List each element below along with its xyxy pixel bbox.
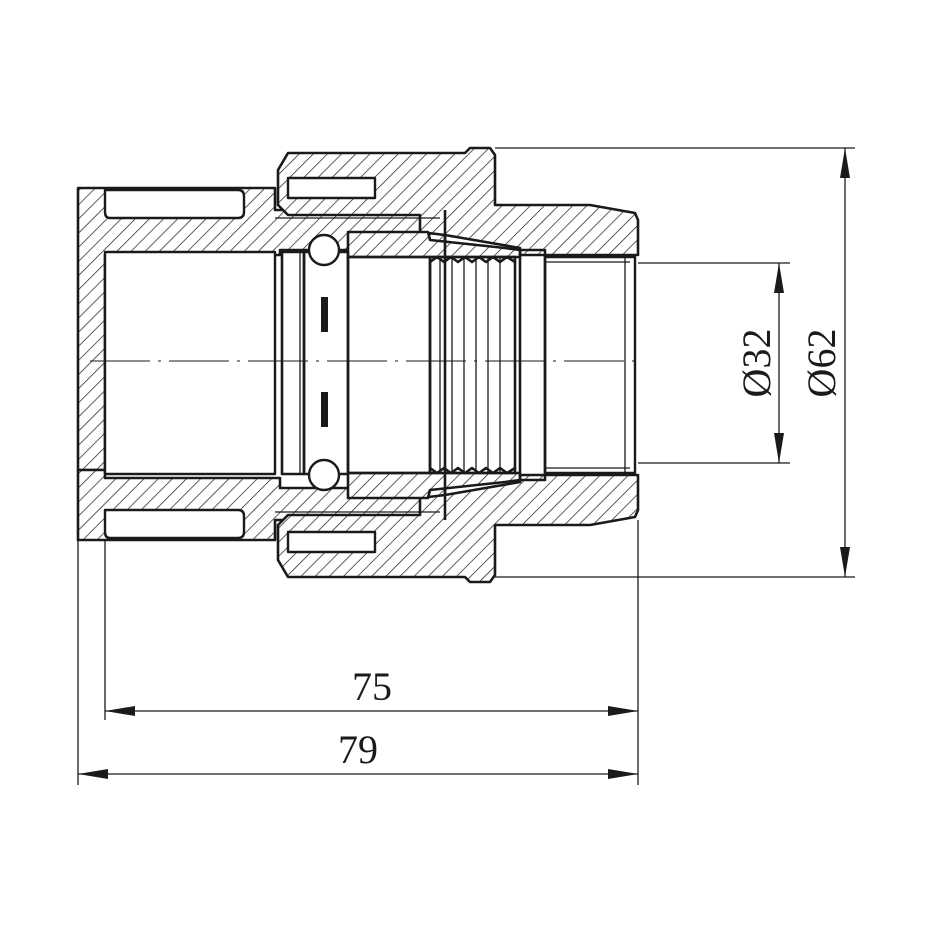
body-lower-groove [103, 508, 246, 540]
inner-sleeve [346, 255, 432, 475]
body-upper-groove [103, 188, 246, 220]
union-nut-lower-slot [286, 530, 377, 554]
seal-mark-lower [321, 392, 328, 427]
seal-mark-upper [321, 297, 328, 332]
dim-label-75: 75 [352, 664, 392, 709]
union-nut-lower [276, 473, 640, 584]
o-ring-upper [307, 233, 341, 267]
dim-label-d32: Ø32 [734, 329, 779, 398]
dim-label-d62: Ø62 [799, 329, 844, 398]
retaining-ring [518, 248, 547, 482]
dim-label-79: 79 [338, 727, 378, 772]
fitting-section-view [76, 146, 640, 584]
dimensions: 75 79 Ø32 Ø62 [77, 147, 855, 785]
thread-teeth [428, 255, 517, 475]
inner-bore-left [103, 250, 277, 476]
o-ring-lower [307, 458, 341, 492]
seal-carrier [302, 250, 350, 476]
union-nut-upper-slot [286, 176, 377, 200]
o-ring-seat [280, 250, 306, 476]
union-nut-upper [276, 146, 640, 257]
inner-bore-right [543, 255, 637, 475]
